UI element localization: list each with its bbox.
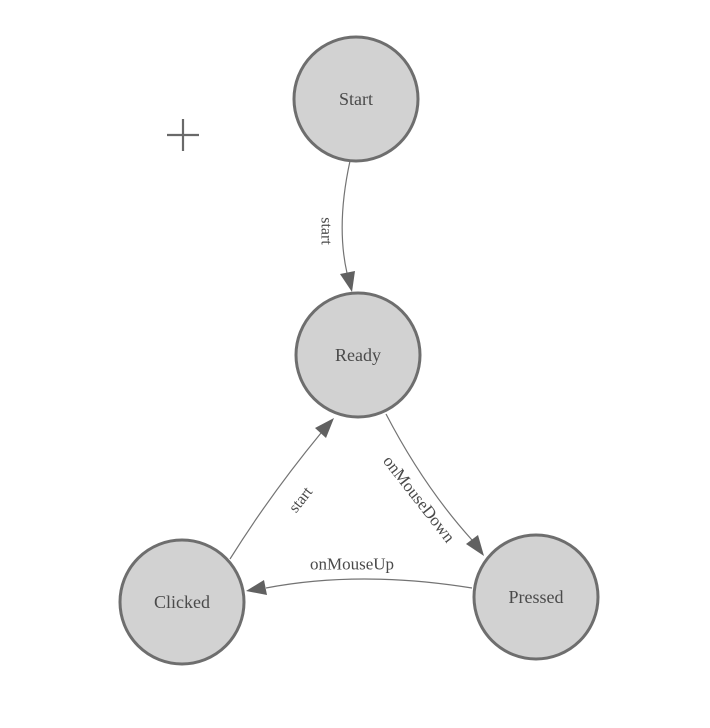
state-node-clicked[interactable]: Clicked <box>118 538 246 666</box>
edge-line <box>229 432 322 560</box>
arrowhead-icon <box>340 271 355 292</box>
edge-ready-to-pressed[interactable]: onMouseDown <box>379 413 484 556</box>
state-circle[interactable] <box>294 291 422 419</box>
edge-line <box>385 413 473 541</box>
state-node-pressed-label: Pressed <box>509 587 564 607</box>
state-node-start[interactable]: Start <box>292 35 420 163</box>
state-circle[interactable] <box>292 35 420 163</box>
state-circle[interactable] <box>118 538 246 666</box>
edge-line <box>341 160 351 274</box>
state-circle[interactable] <box>472 533 600 661</box>
state-node-pressed[interactable]: Pressed <box>472 533 600 661</box>
edge-line <box>265 578 473 589</box>
arrowhead-icon <box>315 418 334 438</box>
edge-clicked-to-ready[interactable]: start <box>229 418 334 560</box>
edge-label-ready-to-pressed: onMouseDown <box>379 452 459 547</box>
arrowhead-icon <box>246 580 267 595</box>
state-node-ready[interactable]: Ready <box>294 291 422 419</box>
arrowhead-icon <box>466 535 484 556</box>
state-node-ready-label: Ready <box>335 345 381 365</box>
edge-start-to-ready[interactable]: start <box>318 160 356 292</box>
edge-pressed-to-clicked[interactable]: onMouseUp <box>246 555 473 596</box>
state-node-start-label: Start <box>339 89 373 109</box>
state-node-clicked-label: Clicked <box>154 592 210 612</box>
edge-label-start-to-ready: start <box>318 217 335 245</box>
crosshair-plus-icon <box>167 119 199 151</box>
edge-label-pressed-to-clicked: onMouseUp <box>310 555 394 574</box>
edge-label-clicked-to-ready: start <box>286 483 317 516</box>
